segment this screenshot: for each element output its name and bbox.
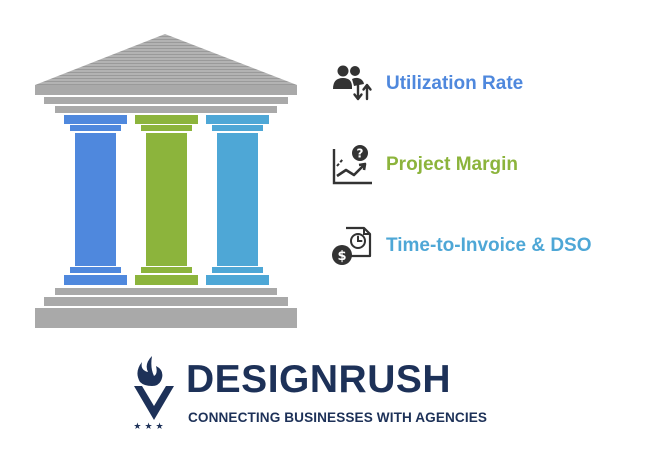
svg-text:$: $ [337, 249, 346, 264]
temple-step-1 [55, 288, 277, 295]
metric-project-margin: ? Project Margin [330, 143, 518, 187]
temple-lintel [55, 106, 277, 113]
svg-text:?: ? [357, 147, 364, 161]
temple-illustration [35, 34, 297, 328]
metric-utilization-rate: Utilization Rate [330, 62, 523, 106]
chart-question-icon: ? [332, 145, 372, 185]
temple-architrave [44, 97, 288, 104]
svg-text:★★★: ★★★ [133, 422, 166, 432]
temple-step-2 [44, 297, 288, 306]
metric-label: Time-to-Invoice & DSO [386, 235, 592, 256]
flame-v-icon: ★★★ [133, 356, 174, 432]
metric-time-to-invoice-dso: $ Time-to-Invoice & DSO [330, 224, 592, 268]
temple-roof [35, 34, 297, 85]
temple-entablature [35, 85, 297, 95]
designrush-logo: ★★★ DESIGNRUSH CONNECTING BUSINESSES WIT… [130, 352, 520, 432]
metric-label: Project Margin [386, 154, 518, 175]
pillar-left [64, 115, 127, 285]
people-arrows-icon [333, 65, 372, 101]
temple-base [35, 308, 297, 328]
pillar-right [206, 115, 269, 285]
metric-label: Utilization Rate [386, 73, 524, 94]
brand-name: DESIGNRUSH [186, 358, 452, 401]
invoice-clock-icon: $ [332, 226, 372, 265]
pillar-center [135, 115, 198, 285]
brand-tagline: CONNECTING BUSINESSES WITH AGENCIES [188, 410, 488, 425]
